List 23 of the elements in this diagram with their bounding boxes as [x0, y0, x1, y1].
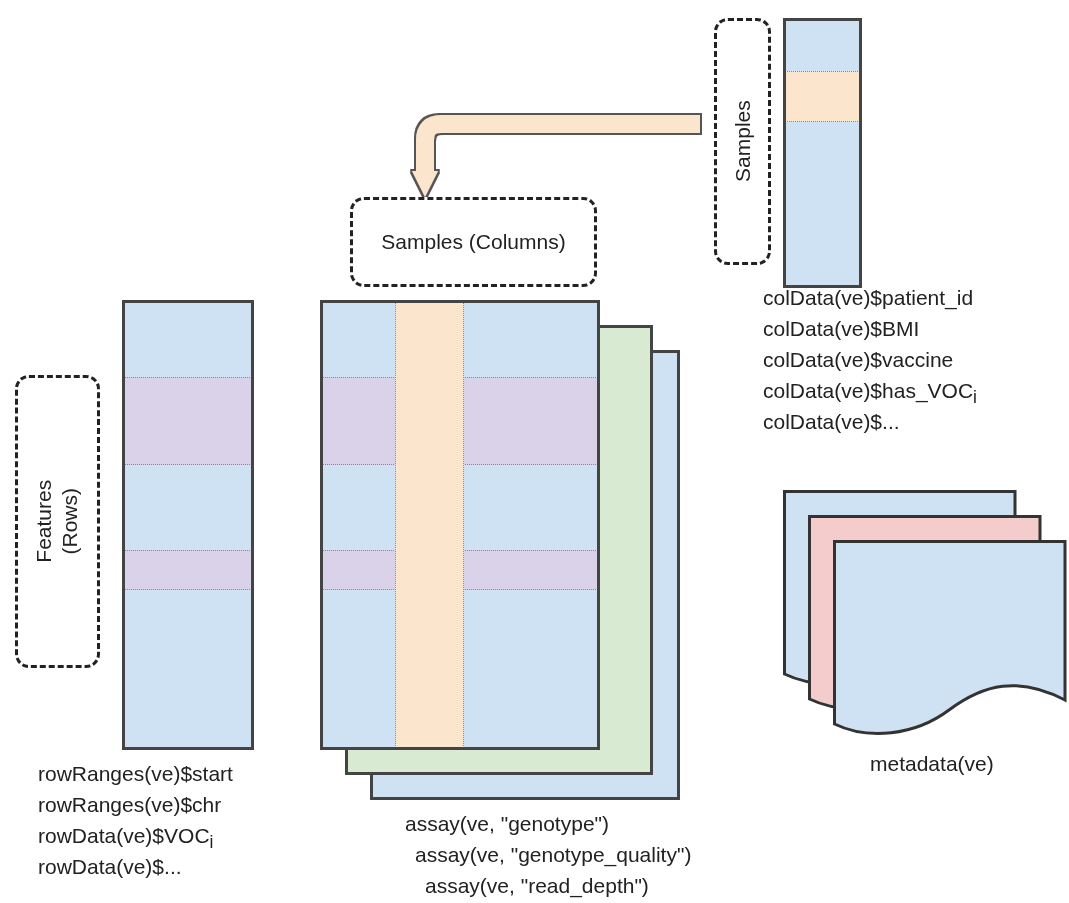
caption-text: colData(ve)$vaccine [763, 347, 955, 373]
box-label: Features (Rows) [31, 480, 83, 563]
dashed-label-box [15, 375, 100, 668]
caption-text: assay(ve, "genotype") [405, 811, 610, 837]
caption-text: assay(ve, "read_depth") [425, 873, 650, 900]
stacked-matrix-drawing [320, 300, 680, 800]
caption-text: rowRanges(ve)$start [38, 761, 233, 787]
caption-text: colData(ve)$BMI [763, 316, 921, 342]
caption-text: colData(ve)$has_VOC$_{i}$ [763, 378, 977, 406]
caption-text: assay(ve, "genotype_quality") [415, 842, 692, 869]
caption-text: rowData(ve)$VOC$_{i}$ [38, 823, 215, 851]
box-label: Samples (Columns) [381, 228, 566, 255]
matrix-box [122, 300, 254, 750]
caption-text: metadata(ve) [870, 751, 994, 777]
dashed-label-box [350, 197, 597, 287]
caption-text: rowData(ve)$... [38, 854, 183, 880]
caption-text: colData(ve)$patient_id [763, 285, 975, 312]
box-label: Samples [729, 100, 755, 183]
dashed-label-box [714, 18, 771, 265]
arrow [412, 115, 700, 197]
caption-text: rowRanges(ve)$chr [38, 792, 223, 818]
caption-text: colData(ve)$... [763, 409, 901, 435]
matrix-box [783, 18, 862, 288]
